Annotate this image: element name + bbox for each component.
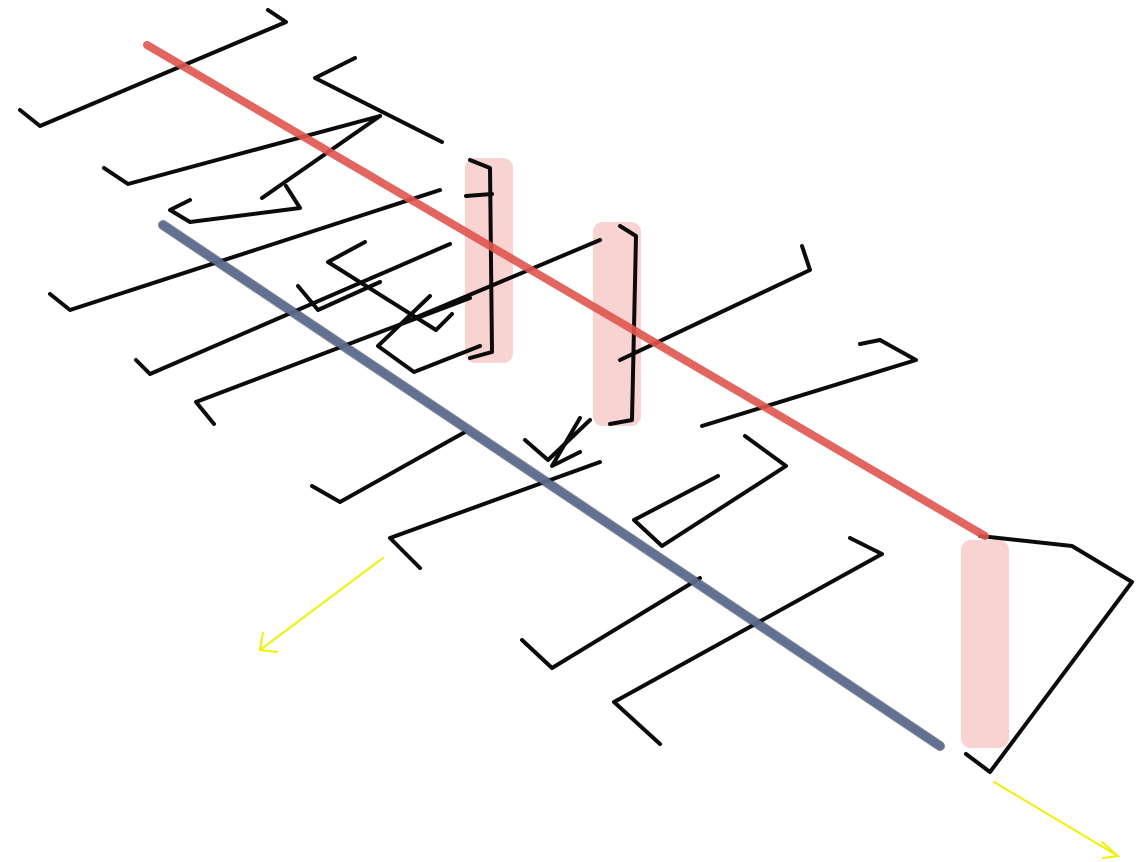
branch-line xyxy=(520,576,702,670)
branch-line xyxy=(296,280,382,312)
direction-arrow-right xyxy=(993,781,1119,857)
branch-line xyxy=(550,416,582,468)
branch-line xyxy=(260,114,382,200)
branch-line xyxy=(168,184,302,224)
direction-arrow-left-head xyxy=(258,632,278,653)
branch-line xyxy=(468,158,494,360)
branch-line xyxy=(313,56,444,144)
branch-line xyxy=(858,338,882,346)
direction-arrow-right-head xyxy=(1101,841,1121,859)
branch-line xyxy=(618,244,812,362)
blue-trunk-group xyxy=(158,220,945,751)
branch-line xyxy=(408,238,602,322)
red-trunk-group xyxy=(143,41,989,540)
branch-line xyxy=(48,188,442,312)
branch-line xyxy=(326,240,454,332)
branch-line xyxy=(964,534,1134,774)
branch-network xyxy=(18,8,1134,774)
branch-line xyxy=(194,296,472,426)
blue-main-line xyxy=(159,221,944,750)
risers-group xyxy=(465,158,1009,748)
branch-line xyxy=(102,114,382,186)
branch-line xyxy=(376,294,482,374)
branch-line xyxy=(388,460,602,570)
branch-line xyxy=(310,430,467,504)
riser-1 xyxy=(465,158,513,363)
branch-line xyxy=(18,8,288,128)
arrows-group xyxy=(258,557,1121,859)
red-main-line xyxy=(143,41,989,540)
branch-line xyxy=(632,434,788,548)
riser-3 xyxy=(961,540,1009,748)
branch-line xyxy=(700,338,918,428)
branch-line xyxy=(612,536,884,746)
direction-arrow-left xyxy=(259,557,384,651)
branch-line xyxy=(134,242,452,376)
branch-line xyxy=(523,418,592,462)
branch-line xyxy=(464,192,494,198)
